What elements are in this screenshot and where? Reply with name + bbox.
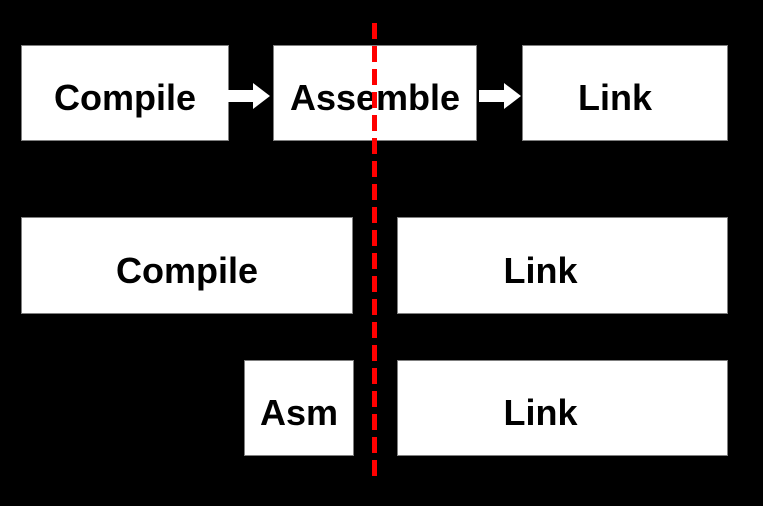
box-link-top-label: Link — [577, 77, 652, 118]
arrow-right-icon — [479, 83, 521, 109]
box-link-mid-label: Link — [503, 249, 578, 291]
box-link-mid: Link — [397, 217, 728, 314]
box-asm-bottom: Asm — [244, 360, 354, 456]
box-compile-mid: Compile — [21, 217, 353, 314]
box-compile-mid-label: Compile — [115, 249, 258, 291]
box-link-top: Link — [522, 45, 728, 141]
box-compile-top: Compile — [21, 45, 229, 141]
box-link-bottom: Link — [397, 360, 728, 456]
box-compile-top-label: Compile — [53, 77, 196, 118]
box-link-bottom-label: Link — [503, 392, 578, 433]
box-asm-bottom-label: Asm — [259, 392, 339, 433]
phase-boundary-divider-line — [372, 23, 377, 480]
arrow-right-icon — [228, 83, 270, 109]
